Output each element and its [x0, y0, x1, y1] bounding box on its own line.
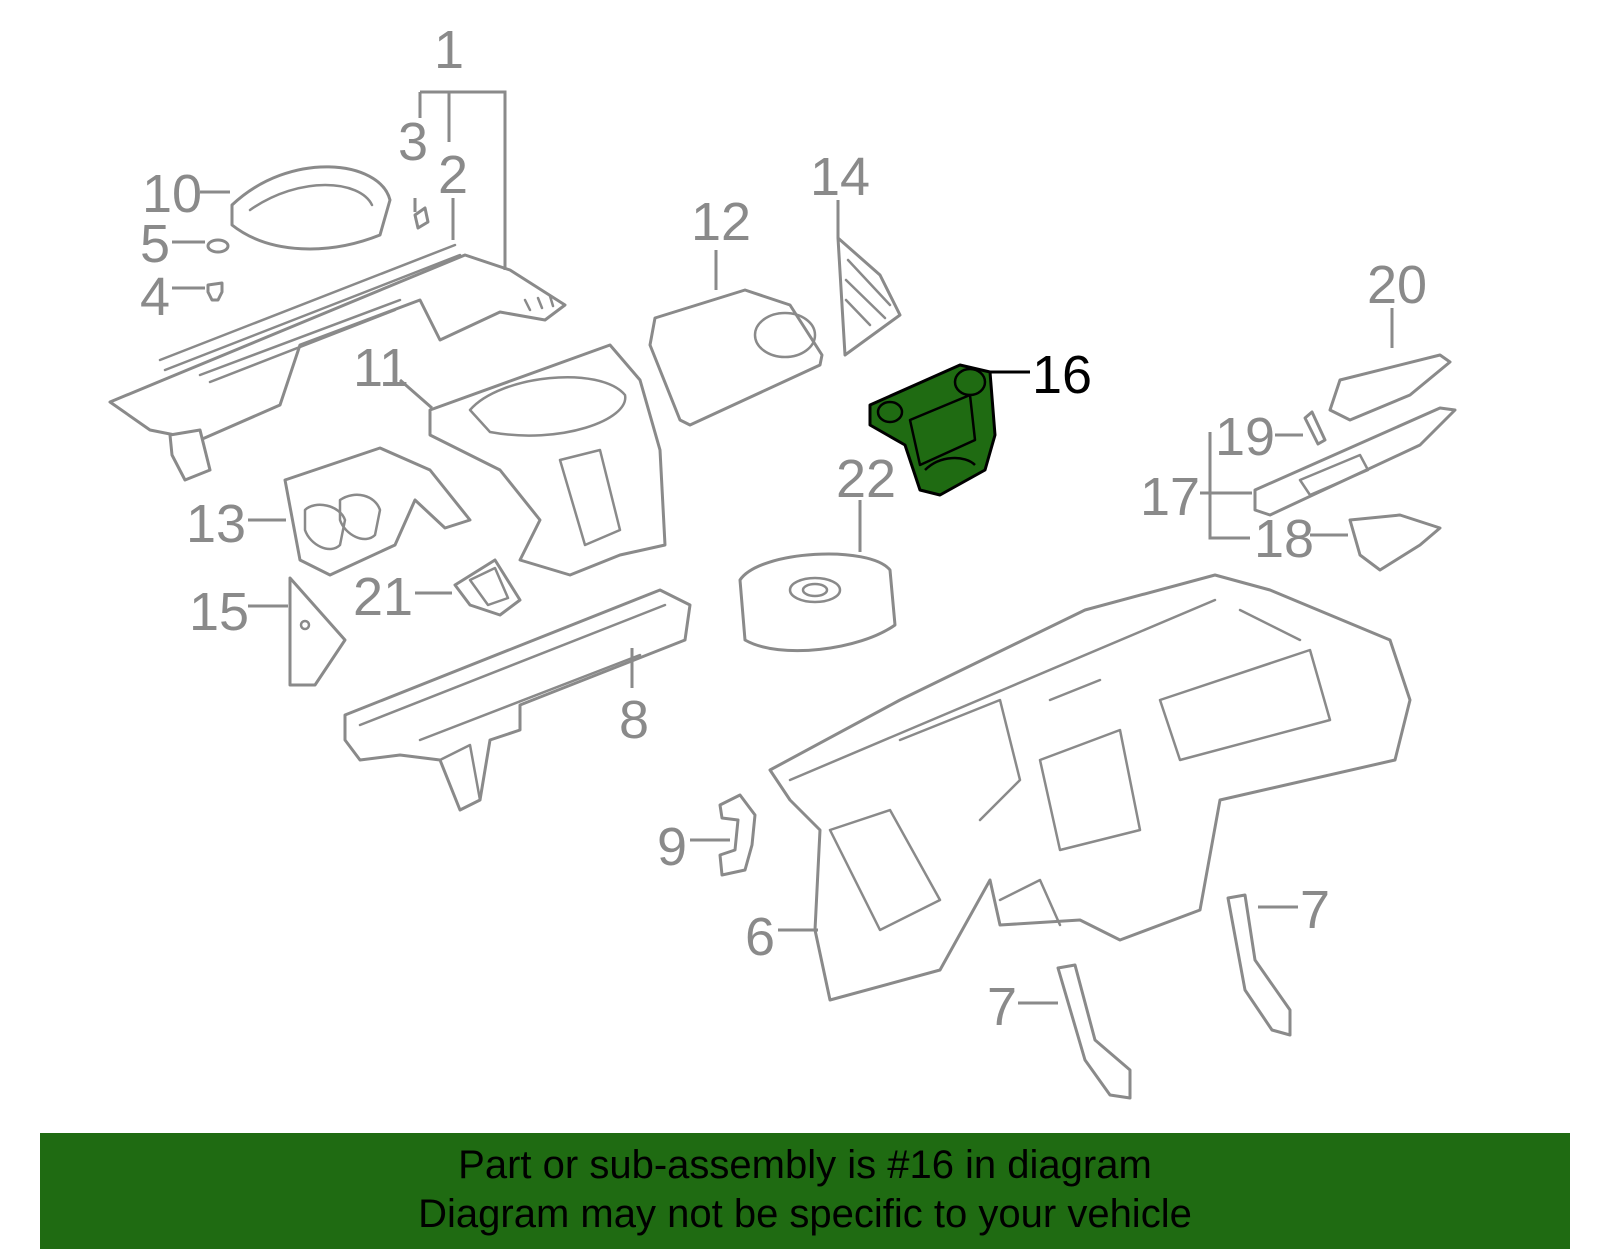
part-6-carrier — [768, 573, 1412, 1002]
part-3-clip — [413, 206, 430, 230]
part-7-brace-left — [1056, 963, 1132, 1100]
part-14-grille — [836, 236, 902, 357]
part-8-beam — [343, 588, 692, 812]
callout-11: 11 — [353, 338, 409, 398]
callout-16: 16 — [1032, 345, 1092, 405]
callout-21: 21 — [353, 567, 413, 627]
part-gauge-hood — [230, 165, 392, 251]
callout-17: 17 — [1140, 467, 1200, 527]
part-5-washer — [206, 238, 230, 254]
callout-9: 9 — [657, 817, 687, 877]
part-18-bin — [1348, 513, 1442, 572]
part-13-cover — [283, 446, 472, 577]
leader-lines — [172, 90, 1394, 1005]
callout-13: 13 — [186, 494, 246, 554]
callout-4: 4 — [140, 267, 170, 327]
callout-3: 3 — [398, 112, 428, 172]
part-22-airbag — [738, 552, 897, 653]
part-7-brace-right — [1226, 893, 1292, 1037]
part-15-endcap — [288, 576, 347, 687]
callout-2: 2 — [438, 145, 468, 205]
callout-1: 1 — [434, 20, 464, 80]
callout-19: 19 — [1215, 407, 1275, 467]
callout-18: 18 — [1254, 509, 1314, 569]
callout-6: 6 — [745, 907, 775, 967]
callout-7-right: 7 — [1300, 880, 1330, 940]
callout-14: 14 — [810, 147, 870, 207]
part-20-lid — [1328, 353, 1452, 422]
info-banner: Part or sub-assembly is #16 in diagram D… — [40, 1133, 1570, 1249]
part-16-center-bezel-highlighted[interactable] — [868, 363, 997, 497]
part-11-trim — [428, 343, 667, 577]
callout-7-left: 7 — [987, 977, 1017, 1037]
banner-line-1: Part or sub-assembly is #16 in diagram — [458, 1143, 1152, 1187]
part-12-panel — [648, 288, 824, 427]
part-21-bezel — [453, 558, 522, 617]
callout-8: 8 — [619, 690, 649, 750]
callout-5: 5 — [140, 214, 170, 274]
callout-labels: 1 3 2 10 5 4 11 12 14 16 20 19 17 18 22 … — [140, 20, 1427, 1037]
callout-20: 20 — [1367, 255, 1427, 315]
part-upper-dash-pad — [108, 243, 567, 482]
callout-12: 12 — [691, 192, 751, 252]
callout-22: 22 — [836, 449, 896, 509]
banner-line-2: Diagram may not be specific to your vehi… — [418, 1192, 1192, 1236]
callout-15: 15 — [189, 582, 249, 642]
part-9-bracket — [718, 793, 757, 877]
part-19-clip — [1303, 410, 1327, 446]
callout-10: 10 — [142, 164, 202, 224]
part-17-door — [1253, 406, 1457, 517]
part-4-screw — [206, 281, 224, 302]
